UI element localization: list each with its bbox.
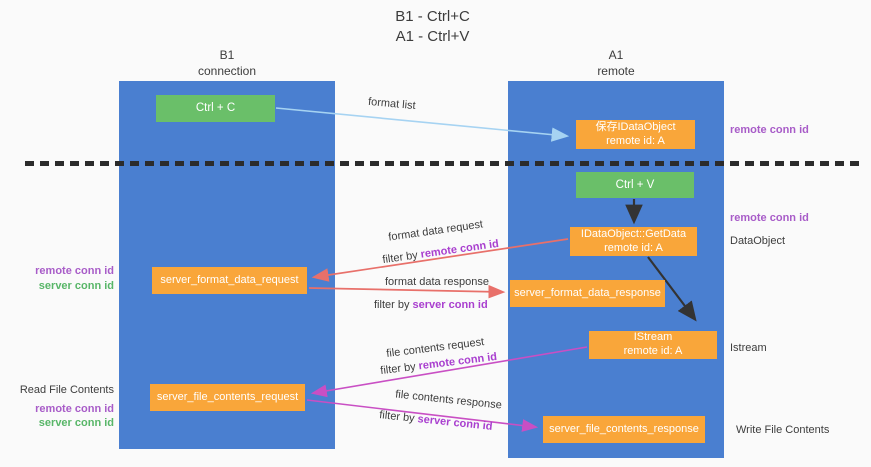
remote-conn-id-annotation-mid: remote conn id: [730, 212, 809, 224]
server-format-data-request-label: server_format_data_request: [160, 273, 299, 286]
title-line-1: B1 - Ctrl+C: [395, 8, 470, 25]
remote-conn-id-highlight: remote conn id: [419, 237, 500, 261]
file-contents-response-label: file contents response: [394, 388, 503, 412]
server-conn-id-highlight: server conn id: [416, 413, 494, 433]
title-line-2: A1 - Ctrl+V: [395, 28, 470, 46]
getdata-line2: remote id: A: [604, 241, 663, 254]
idataobject-getdata-box: IDataObject::GetData remote id: A: [570, 227, 697, 256]
ctrl-v-label: Ctrl + V: [615, 178, 655, 191]
diagram-title: B1 - Ctrl+C A1 - Ctrl+V: [300, 7, 565, 48]
getdata-line1: IDataObject::GetData: [580, 227, 687, 240]
server-format-data-request-box: server_format_data_request: [152, 267, 307, 294]
server-file-contents-request-box: server_file_contents_request: [150, 384, 305, 411]
server-file-contents-response-label: server_file_contents_response: [549, 422, 699, 435]
filter-by-text: filter by: [374, 299, 413, 311]
ctrl-v-box: Ctrl + V: [576, 172, 694, 198]
left-column-subtitle: connection: [197, 63, 257, 78]
ctrl-c-box: Ctrl + C: [156, 95, 275, 122]
right-column-name: A1: [608, 48, 624, 62]
filter-by-text: filter by: [378, 409, 419, 426]
server-file-contents-response-box: server_file_contents_response: [543, 416, 705, 443]
left-column-header: B1 connection: [119, 48, 335, 79]
ctrl-c-label: Ctrl + C: [195, 102, 236, 115]
format-data-response-label: format data response: [385, 276, 489, 288]
server-conn-id-annotation-left-mid: server conn id: [38, 280, 114, 292]
istream-annotation: Istream: [730, 342, 767, 354]
format-data-response-arrow: [308, 284, 506, 299]
right-column-header: A1 remote: [508, 48, 724, 79]
server-format-data-response-label: server_format_data_response: [514, 286, 661, 299]
left-column-name: B1: [219, 48, 235, 62]
right-column-subtitle: remote: [597, 63, 635, 78]
server-file-contents-request-label: server_file_contents_request: [156, 390, 299, 403]
read-file-contents-annotation: Read File Contents: [19, 384, 114, 396]
write-file-contents-annotation: Write File Contents: [736, 424, 830, 436]
save-idataobject-line2: remote id: A: [606, 134, 665, 147]
filter-by-text: filter by: [381, 248, 422, 267]
save-idataobject-line1: 保存IDataObject: [595, 120, 676, 133]
remote-conn-id-annotation-top: remote conn id: [730, 124, 809, 136]
save-idataobject-box: 保存IDataObject remote id: A: [576, 120, 695, 149]
istream-line1: IStream: [633, 331, 673, 344]
dataobject-annotation: DataObject: [730, 235, 786, 247]
dashed-separator-line: [25, 161, 863, 166]
server-conn-id-annotation-left-bottom: server conn id: [38, 417, 114, 429]
remote-conn-id-annotation-left-mid: remote conn id: [35, 265, 114, 277]
server-conn-id-highlight: server conn id: [412, 299, 488, 311]
remote-conn-id-annotation-left-bottom: remote conn id: [35, 403, 114, 415]
istream-line2: remote id: A: [623, 345, 683, 357]
filter-by-server-conn-id-label-1: filter by server conn id: [374, 299, 488, 311]
filter-by-text: filter by: [379, 360, 420, 378]
format-list-label: format list: [367, 95, 417, 113]
server-format-data-response-box: server_format_data_response: [510, 280, 665, 307]
format-data-request-label: format data request: [387, 218, 484, 244]
istream-box: IStream remote id: A: [589, 331, 717, 359]
filter-by-server-conn-id-label-2: filter by server conn id: [379, 409, 493, 433]
